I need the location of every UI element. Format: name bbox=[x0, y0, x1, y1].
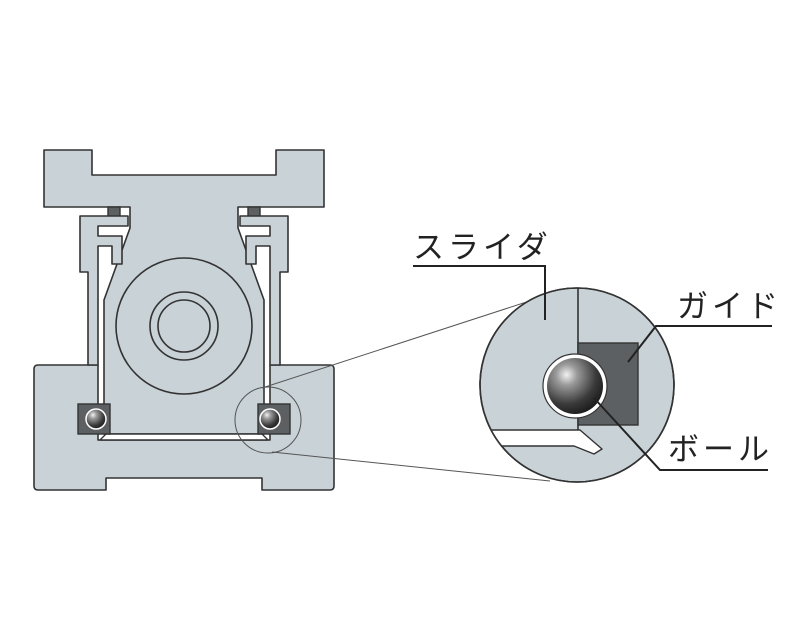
leader-ball bbox=[593, 397, 768, 471]
magnifier-marker bbox=[234, 386, 302, 454]
projection-line-lower bbox=[271, 451, 551, 482]
cross-section bbox=[33, 149, 335, 491]
bottom-clearance bbox=[99, 433, 269, 441]
projection-line-upper bbox=[261, 295, 546, 389]
zoom-clearance bbox=[480, 429, 603, 455]
label-ball-group: ボール bbox=[593, 397, 773, 471]
label-guide: ガイド bbox=[677, 289, 782, 325]
zoom-ball bbox=[547, 358, 603, 414]
label-ball: ボール bbox=[668, 432, 773, 468]
right-ball bbox=[259, 408, 281, 430]
left-ball bbox=[85, 408, 107, 430]
label-slider: スライダ bbox=[413, 230, 552, 266]
leader-guide bbox=[627, 325, 772, 363]
zoom-circle-outline bbox=[479, 287, 675, 483]
label-guide-group: ガイド bbox=[627, 289, 782, 363]
label-slider-group: スライダ bbox=[413, 230, 552, 320]
left-side-profile bbox=[79, 215, 129, 366]
bearing-inner-ring bbox=[157, 299, 211, 353]
leader-slider bbox=[413, 265, 546, 320]
right-side-profile bbox=[239, 215, 289, 366]
